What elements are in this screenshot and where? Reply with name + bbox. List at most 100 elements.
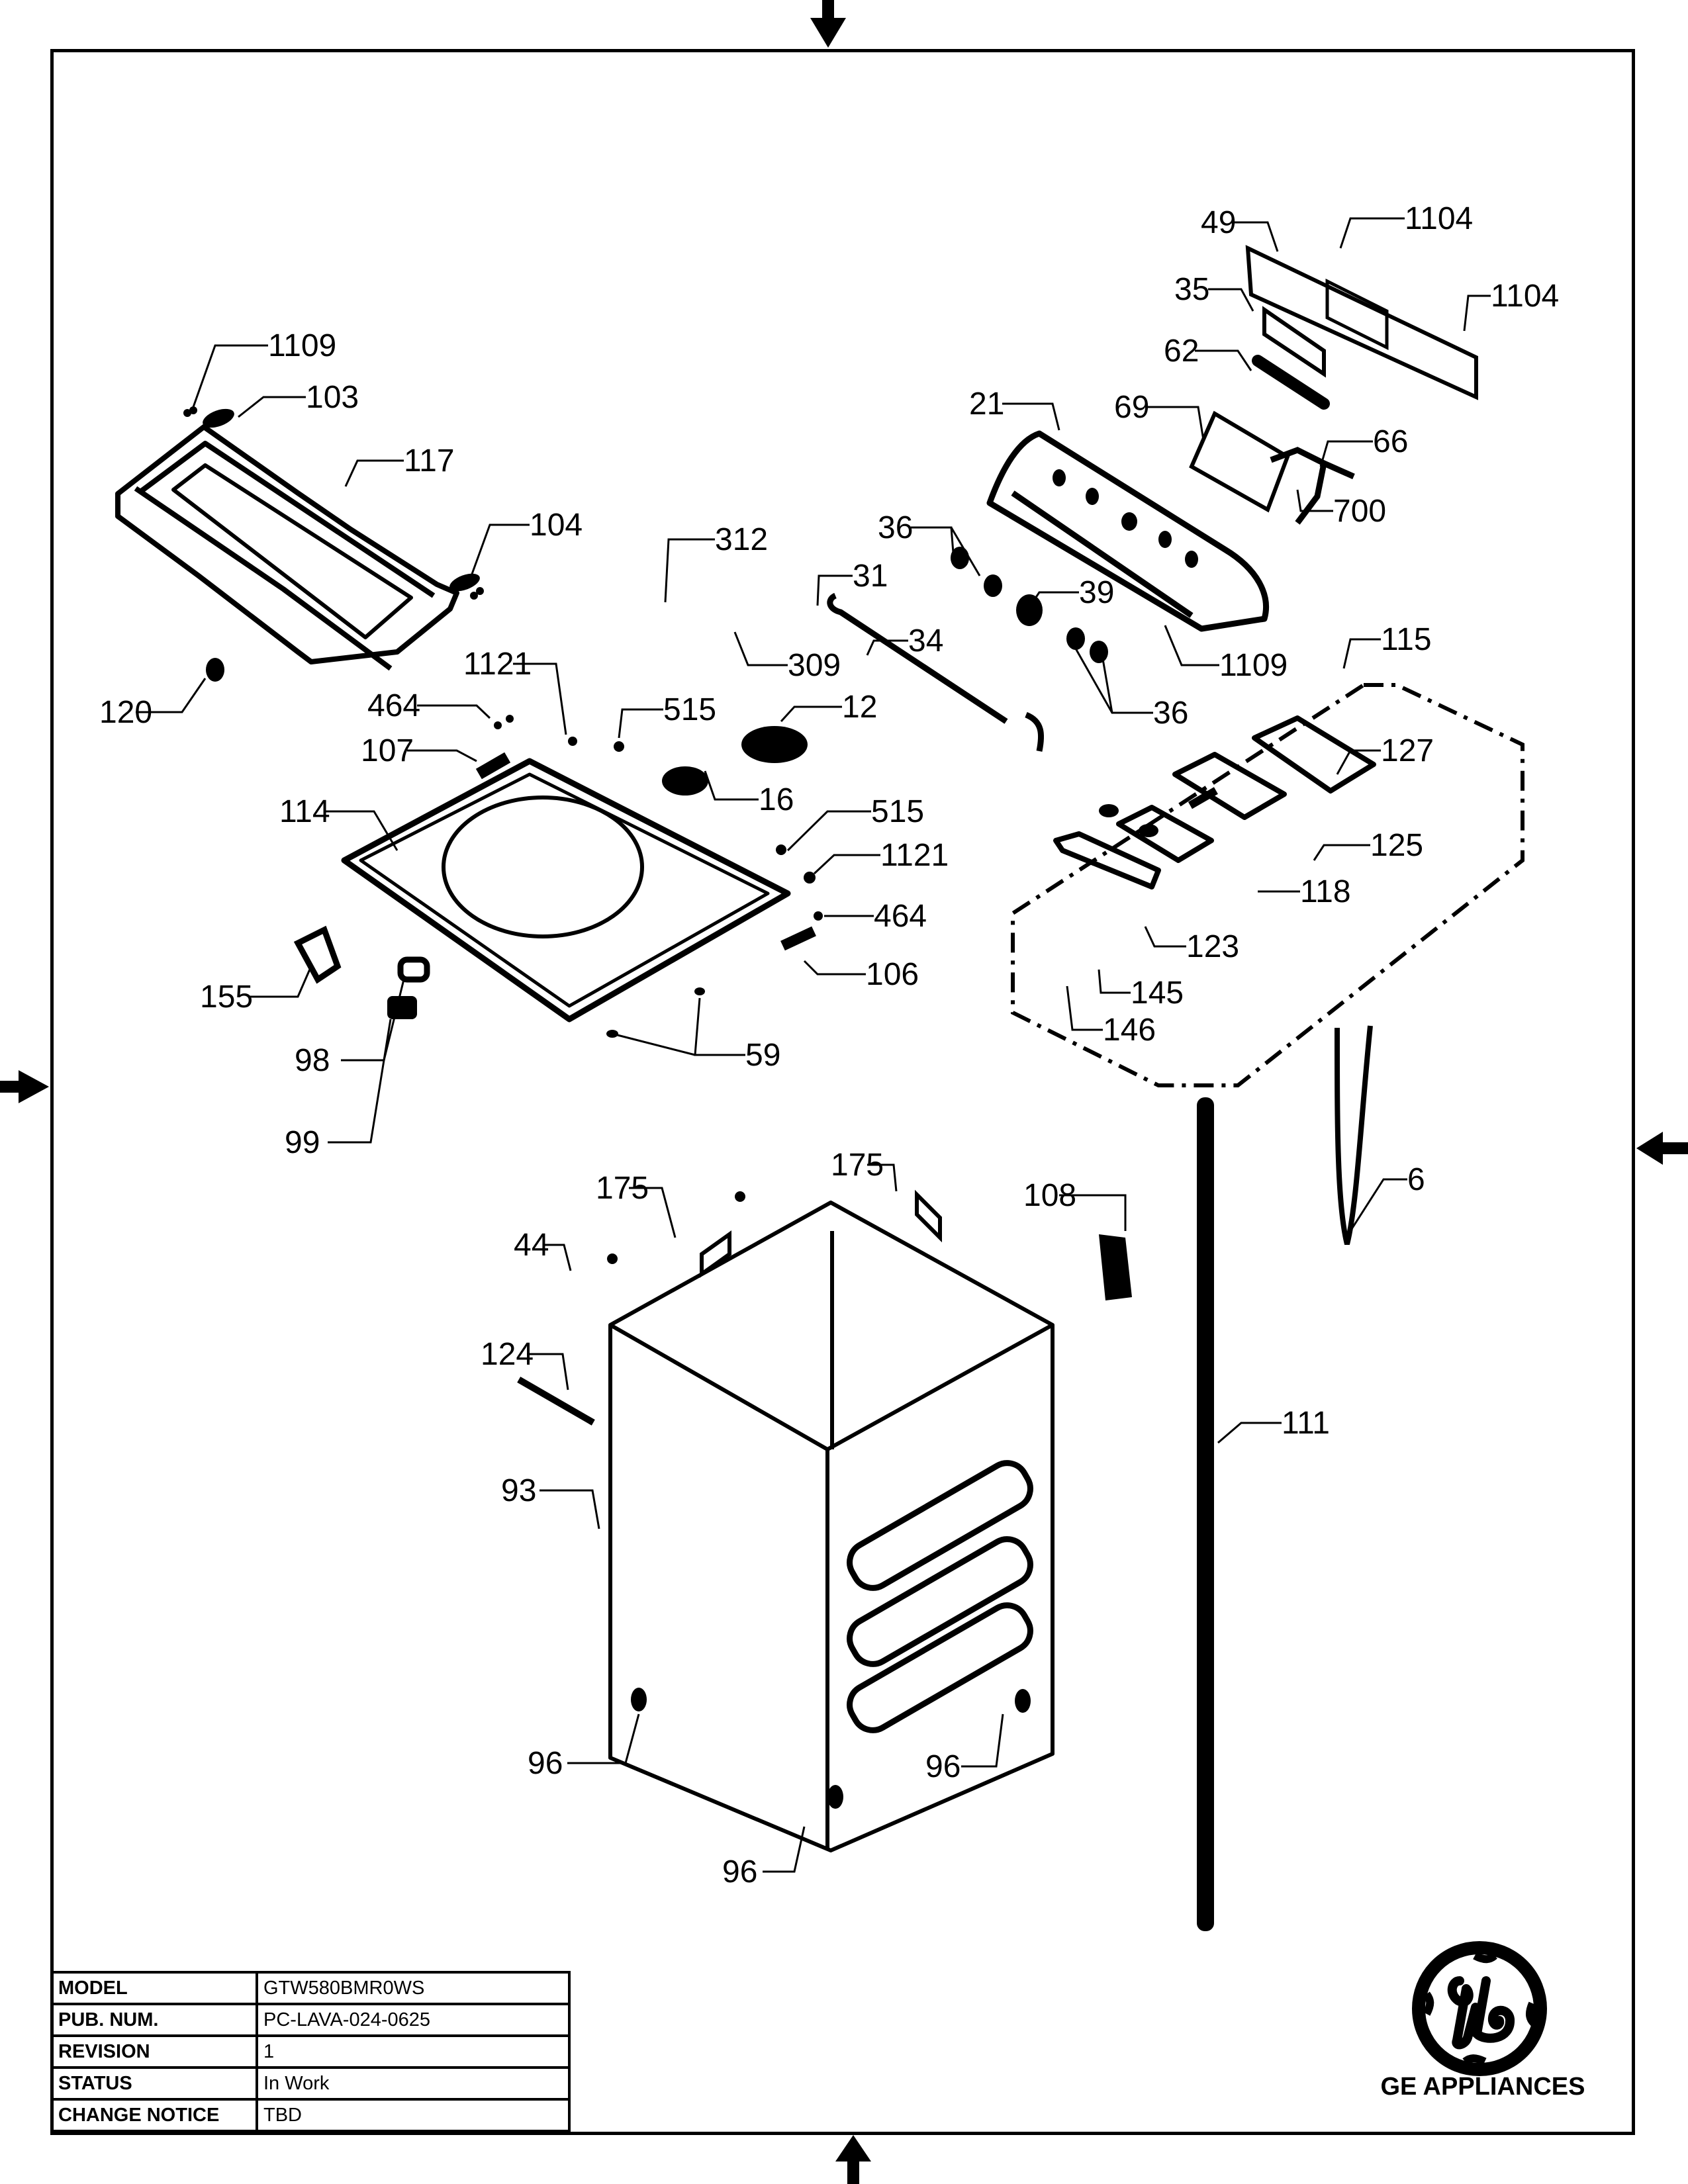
title-block-value: In Work — [256, 2066, 571, 2101]
callout-96: 96 — [528, 1746, 563, 1781]
callout-96: 96 — [925, 1749, 961, 1784]
title-block-value: 1 — [256, 2034, 571, 2069]
callout-69: 69 — [1114, 390, 1149, 425]
callout-49: 49 — [1201, 205, 1236, 240]
callout-36: 36 — [1153, 696, 1188, 731]
callout-108: 108 — [1023, 1178, 1076, 1213]
callout-106: 106 — [866, 957, 919, 992]
clip-part-155 — [293, 925, 342, 984]
callout-44: 44 — [514, 1228, 549, 1263]
title-block-value: PC-LAVA-024-0625 — [256, 2003, 571, 2037]
panel-part-49 — [1245, 245, 1478, 400]
callout-117: 117 — [404, 443, 455, 478]
callout-39: 39 — [1079, 575, 1114, 610]
callout-145: 145 — [1131, 976, 1184, 1011]
callout-125: 125 — [1370, 828, 1423, 863]
cabinet-part-93 — [608, 1201, 1055, 1852]
callout-1121: 1121 — [463, 647, 532, 682]
pump-part-108 — [1099, 1234, 1132, 1300]
registration-arrow-top — [810, 0, 846, 48]
title-block-key: CHANGE NOTICE — [50, 2098, 258, 2132]
drawing-border — [50, 49, 1635, 2135]
title-block-row-change-notice: CHANGE NOTICE TBD — [50, 2098, 571, 2132]
title-block-table: MODEL GTW580BMR0WS PUB. NUM. PC-LAVA-024… — [50, 1971, 571, 2132]
clip-part-98 — [397, 956, 430, 983]
switch-part-62 — [1252, 355, 1330, 410]
callout-103: 103 — [306, 380, 359, 415]
callout-12: 12 — [842, 690, 877, 725]
callout-107: 107 — [361, 733, 414, 768]
leader-lines — [136, 217, 1491, 1873]
title-block-row-status: STATUS In Work — [50, 2066, 571, 2101]
callout-111: 111 — [1282, 1406, 1330, 1441]
callout-115: 115 — [1381, 622, 1432, 657]
label-parts-175 — [700, 1189, 942, 1278]
lid-part-117 — [115, 424, 459, 671]
callout-312: 312 — [715, 522, 768, 557]
callout-175: 175 — [596, 1171, 649, 1206]
callout-16: 16 — [759, 782, 794, 817]
callout-104: 104 — [530, 508, 583, 543]
callout-123: 123 — [1186, 929, 1239, 964]
callout-464: 464 — [367, 688, 420, 723]
callout-99: 99 — [285, 1125, 320, 1160]
callout-6: 6 — [1407, 1162, 1425, 1197]
title-block-row-model: MODEL GTW580BMR0WS — [50, 1971, 571, 2005]
lens-part-35 — [1262, 306, 1326, 378]
callout-1121: 1121 — [880, 838, 949, 873]
title-block-key: REVISION — [50, 2034, 258, 2069]
trim-parts-31-34 — [827, 592, 1045, 752]
callout-114: 114 — [279, 794, 330, 829]
registration-arrow-left — [0, 1070, 49, 1103]
callout-34: 34 — [908, 623, 943, 659]
callout-21: 21 — [969, 387, 1004, 422]
title-block-row-revision: REVISION 1 — [50, 2034, 571, 2069]
title-block-key: STATUS — [50, 2066, 258, 2101]
backsplash-knob-holes — [1053, 469, 1198, 568]
callout-464: 464 — [874, 899, 927, 934]
title-block-value: TBD — [256, 2098, 571, 2132]
callout-120: 120 — [99, 695, 152, 730]
callout-515: 515 — [871, 794, 924, 829]
registration-arrow-bottom — [835, 2135, 871, 2184]
callout-515: 515 — [663, 692, 716, 727]
hinge-part-104 — [449, 573, 484, 600]
dispenser-parts — [1053, 715, 1376, 889]
callout-1109: 1109 — [1219, 648, 1288, 683]
callout-155: 155 — [200, 979, 253, 1015]
callout-146: 146 — [1103, 1013, 1156, 1048]
registration-arrow-right — [1636, 1132, 1688, 1165]
callout-62: 62 — [1164, 334, 1199, 369]
title-block-row-pub-num: PUB. NUM. PC-LAVA-024-0625 — [50, 2003, 571, 2037]
backsplash-part-21 — [986, 430, 1269, 632]
clip-part-99 — [387, 996, 417, 1019]
title-block-value: GTW580BMR0WS — [256, 1971, 571, 2005]
callout-66: 66 — [1373, 424, 1408, 459]
misc-small-parts-cover — [475, 715, 823, 1038]
callout-96: 96 — [722, 1854, 757, 1889]
harness-part-66-700 — [1270, 447, 1355, 525]
callout-35: 35 — [1174, 272, 1209, 307]
control-board-part-69 — [1189, 410, 1290, 513]
callout-1104: 1104 — [1491, 279, 1559, 314]
callout-93: 93 — [501, 1473, 536, 1508]
dispenser-small-parts — [1099, 787, 1218, 837]
brand-name: GE APPLIANCES — [1380, 2073, 1585, 2101]
cabinet-small-parts — [517, 1191, 1031, 1809]
callout-124: 124 — [481, 1337, 534, 1372]
callout-127: 127 — [1381, 733, 1434, 768]
callout-59: 59 — [745, 1038, 780, 1073]
dispenser-assembly-boundary-115 — [1011, 683, 1524, 1087]
cabinet-side-embossing — [847, 1460, 1033, 1733]
knob-parts-36-39 — [951, 547, 1108, 663]
callout-118: 118 — [1300, 874, 1351, 909]
callout-36: 36 — [878, 510, 913, 545]
hose-part-111 — [1197, 1097, 1214, 1931]
bumper-part-120 — [206, 658, 224, 682]
ge-monogram-logo-icon — [1412, 1941, 1547, 2076]
callout-1104: 1104 — [1405, 201, 1473, 236]
title-block-key: PUB. NUM. — [50, 2003, 258, 2037]
callout-175: 175 — [831, 1148, 884, 1183]
